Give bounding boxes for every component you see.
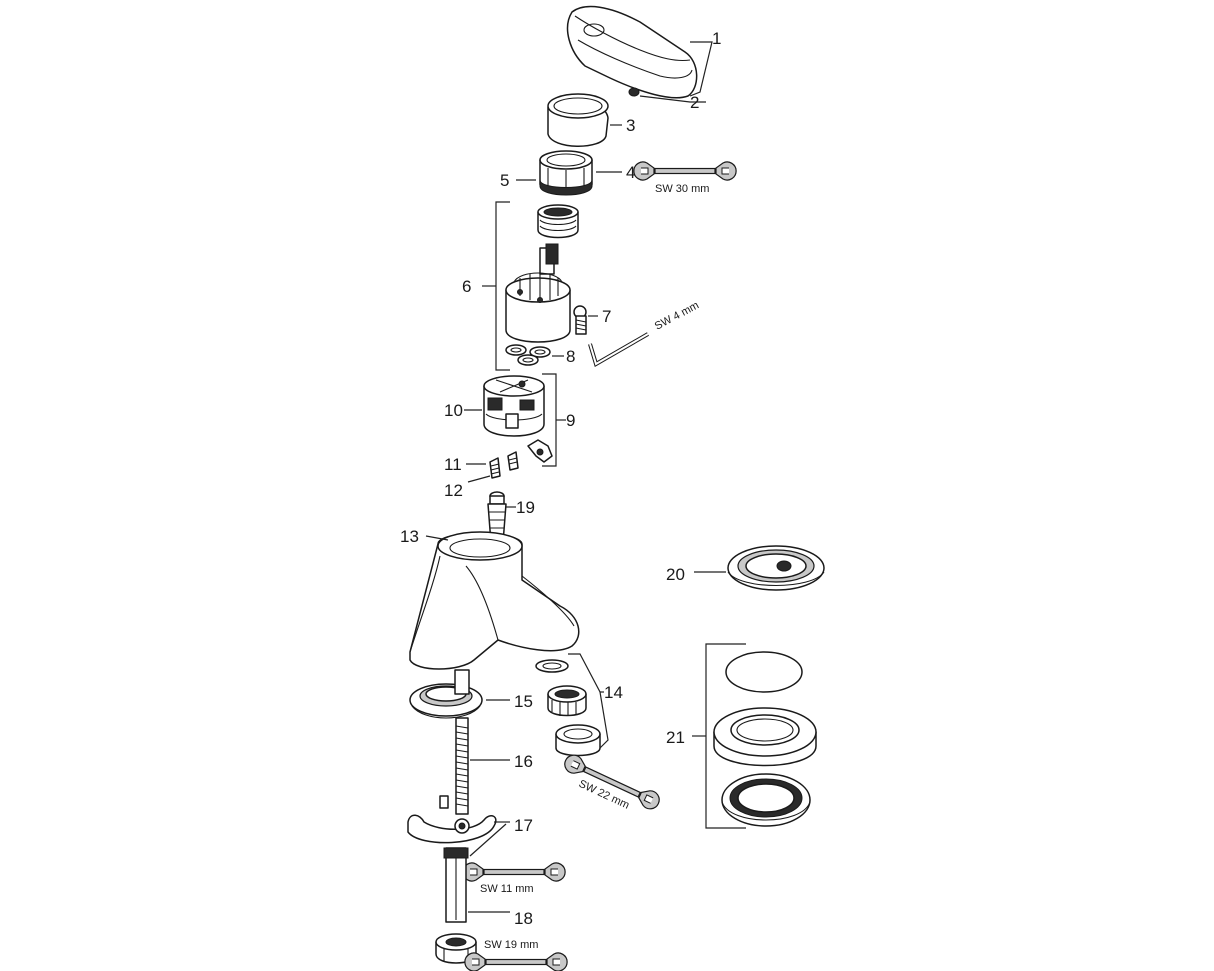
cartridge-screw bbox=[573, 305, 587, 335]
label-19: 19 bbox=[516, 498, 535, 517]
label-6: 6 bbox=[462, 277, 471, 296]
grub-screw bbox=[628, 87, 640, 97]
check-valve-hot bbox=[489, 457, 501, 479]
label-11: 11 bbox=[444, 455, 462, 474]
mounting-bracket bbox=[407, 814, 497, 844]
cartridge-base bbox=[483, 375, 545, 437]
tool-sw30: SW 30 mm bbox=[655, 183, 709, 195]
tool-sw22: SW 22 mm bbox=[577, 778, 631, 812]
aerator-washer bbox=[535, 659, 569, 673]
tool-sw4: SW 4 mm bbox=[653, 299, 701, 332]
label-1: 1 bbox=[712, 29, 721, 48]
drain-flange bbox=[713, 707, 817, 767]
wrench-sw30-icon bbox=[633, 161, 737, 181]
label-8: 8 bbox=[566, 347, 575, 366]
label-15: 15 bbox=[514, 692, 533, 711]
tool-sw11: SW 11 mm bbox=[480, 883, 534, 895]
base-seal bbox=[409, 683, 483, 719]
mounting-nut-sleeve bbox=[435, 847, 477, 964]
label-3: 3 bbox=[626, 116, 635, 135]
drain-o-ring bbox=[725, 651, 803, 693]
handle-lever bbox=[566, 5, 698, 99]
label-17: 17 bbox=[514, 816, 533, 835]
pop-up-waste-plug bbox=[727, 545, 825, 591]
label-9: 9 bbox=[566, 411, 575, 430]
hex-key-icon bbox=[588, 332, 649, 367]
label-2: 2 bbox=[690, 93, 699, 112]
ceramic-cartridge bbox=[505, 243, 571, 343]
tool-sw19: SW 19 mm bbox=[484, 939, 538, 951]
aerator-insert bbox=[547, 685, 587, 717]
seal-set bbox=[505, 344, 551, 366]
label-21: 21 bbox=[666, 728, 685, 747]
label-13: 13 bbox=[400, 527, 419, 546]
faucet-body bbox=[409, 531, 580, 670]
wrench-sw11-icon bbox=[462, 862, 566, 882]
label-14: 14 bbox=[604, 683, 623, 702]
drain-seal-ring bbox=[721, 773, 811, 827]
label-7: 7 bbox=[602, 307, 611, 326]
label-20: 20 bbox=[666, 565, 685, 584]
cartridge-top-ring bbox=[537, 204, 579, 239]
flow-insert bbox=[527, 439, 553, 463]
label-16: 16 bbox=[514, 752, 533, 771]
cover-cap bbox=[547, 93, 609, 147]
label-4: 4 bbox=[626, 163, 635, 182]
cartridge-nut bbox=[539, 150, 593, 196]
label-10: 10 bbox=[444, 401, 463, 420]
label-5: 5 bbox=[500, 171, 509, 190]
aerator-housing bbox=[555, 724, 601, 757]
label-12: 12 bbox=[444, 481, 463, 500]
check-valve-cold bbox=[507, 451, 519, 471]
label-18: 18 bbox=[514, 909, 533, 928]
threaded-stud bbox=[439, 669, 470, 815]
wrench-sw19-icon bbox=[464, 952, 568, 971]
